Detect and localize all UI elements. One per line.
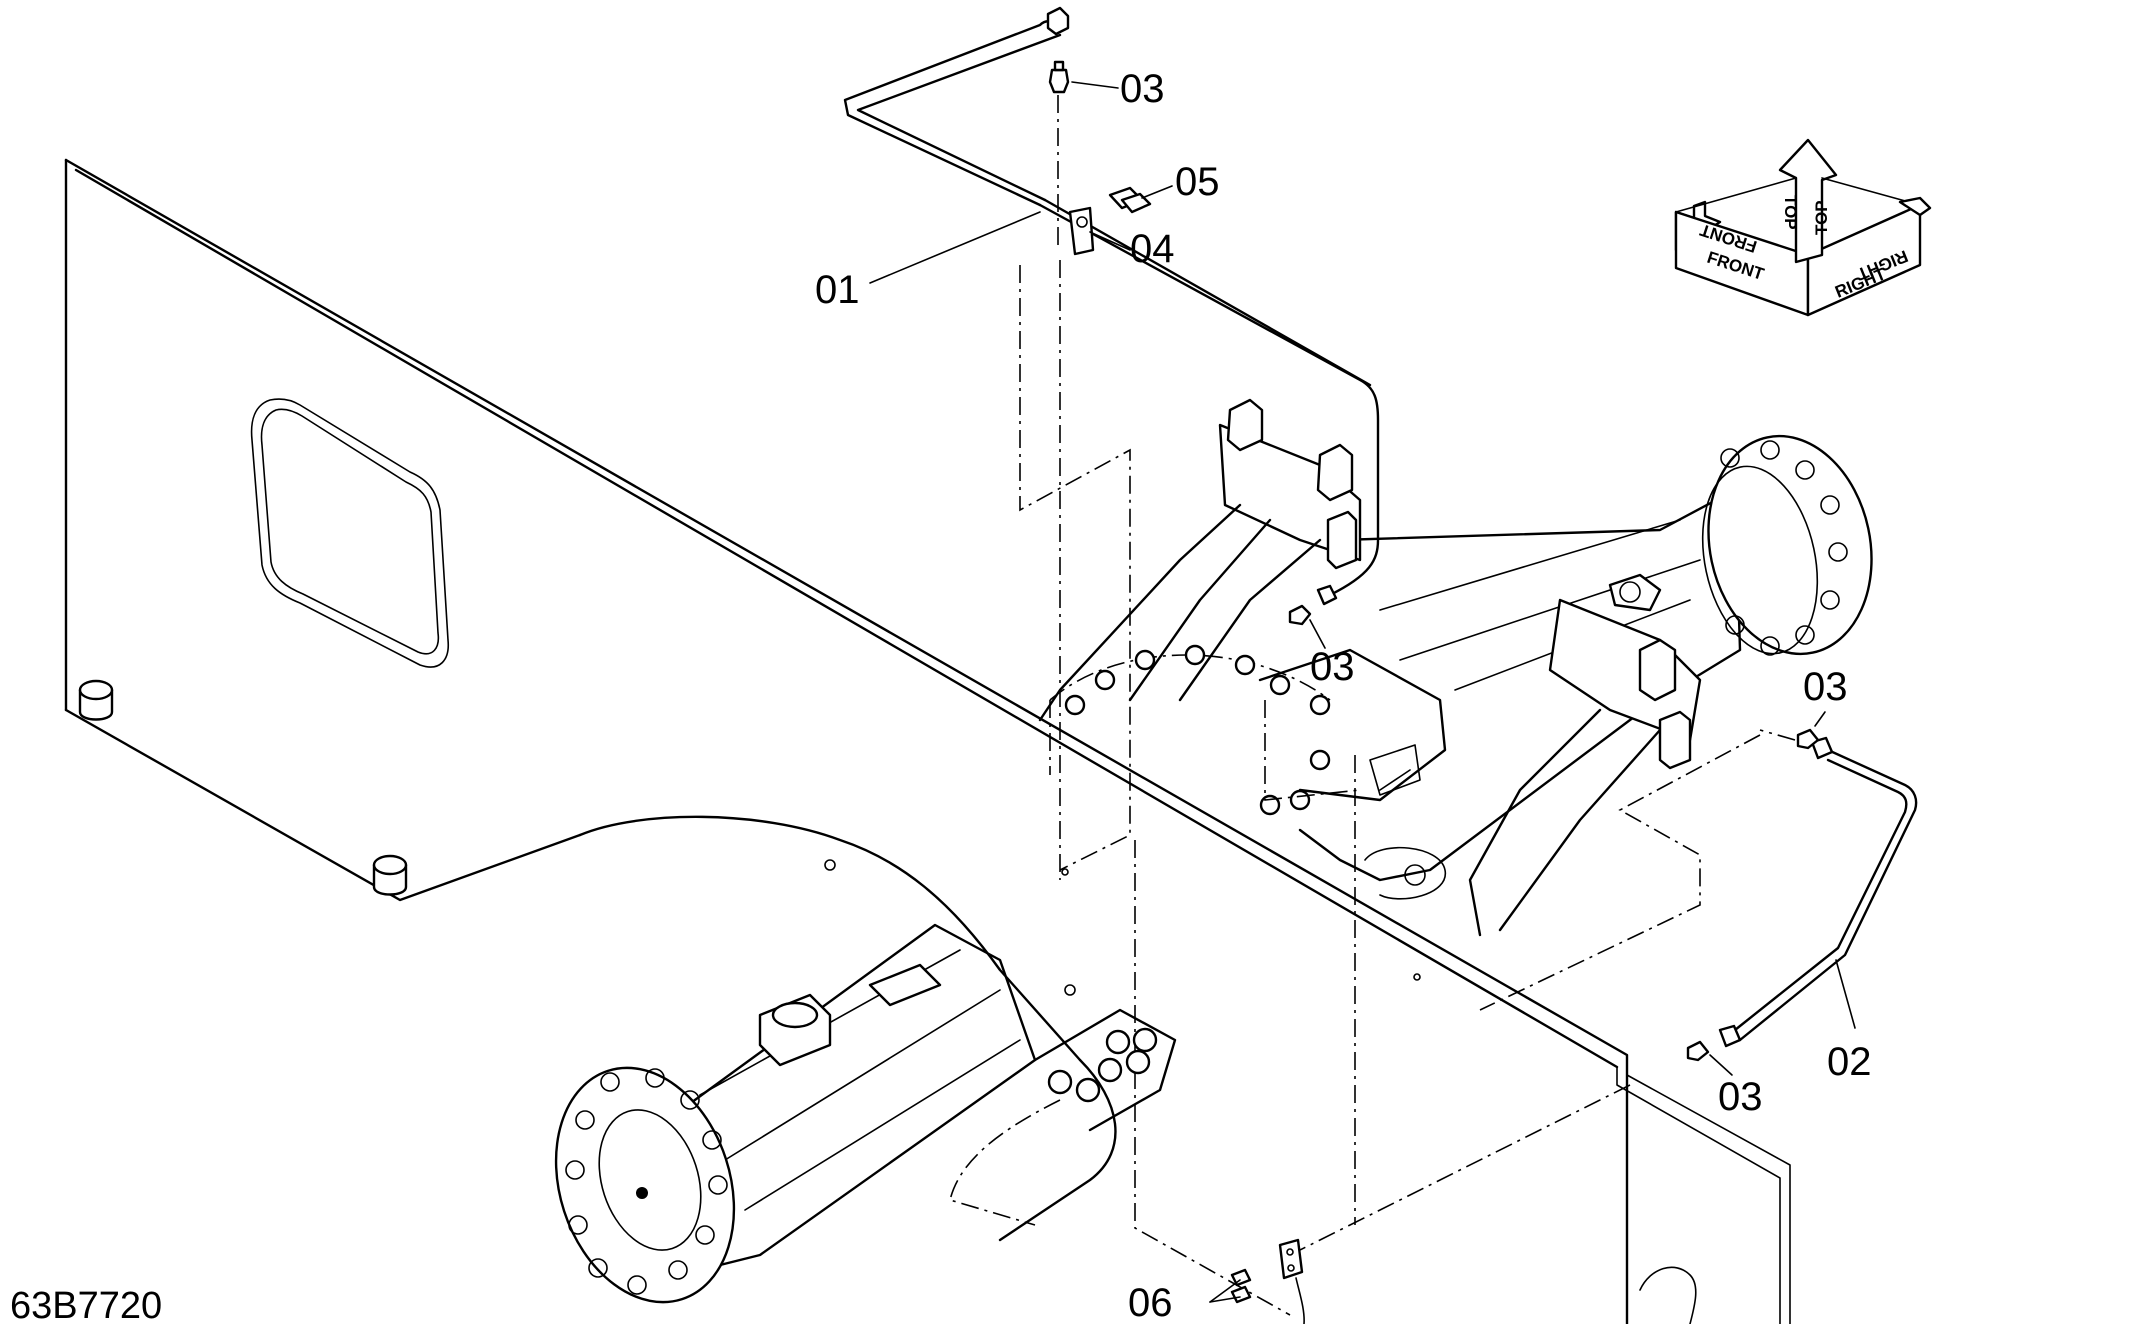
upper-axle	[1019, 265, 1873, 1225]
callout-02: 02	[1827, 1040, 1872, 1084]
plate-boss-upper	[78, 679, 114, 721]
callout-03-low: 03	[1718, 1075, 1763, 1119]
callout-03-right: 03	[1803, 665, 1848, 709]
differential-flange	[1049, 644, 1447, 900]
drawing-id: 63B7720	[10, 1285, 162, 1324]
lower-pivot-bracket	[1468, 573, 1702, 937]
part-03-low-fitting	[1686, 1040, 1710, 1062]
part-04-clip	[1068, 206, 1095, 256]
leader-lines	[869, 81, 1856, 1303]
plate-boss-lower	[372, 854, 408, 896]
svg-text:TOP: TOP	[1812, 200, 1831, 235]
callout-01: 01	[815, 268, 860, 312]
callout-03-mid: 03	[1310, 645, 1355, 689]
grease-line-01	[843, 6, 1380, 606]
part-06-fittings	[1230, 1238, 1305, 1324]
direction-top-label: TOP TOP	[1781, 195, 1831, 235]
callout-04: 04	[1130, 227, 1175, 271]
part-03-right-fitting	[1759, 728, 1820, 750]
part-05-bolt	[1108, 186, 1152, 214]
callout-05: 05	[1175, 160, 1220, 204]
orientation-cube-icon: FRONT FRONT TOP TOP RIGHT RIGHT	[1674, 138, 1932, 317]
upper-hub-flange	[1701, 434, 1873, 656]
part-03-mid-fitting	[1288, 604, 1312, 626]
frame-plate	[64, 158, 1791, 1324]
part-03-top-fitting	[1048, 60, 1070, 880]
callout-03-top: 03	[1120, 67, 1165, 111]
grease-line-02	[1718, 736, 1918, 1048]
lower-hub-flange	[554, 1066, 736, 1304]
svg-text:TOP: TOP	[1781, 195, 1800, 230]
lower-axle	[554, 815, 1177, 1304]
callout-06: 06	[1128, 1281, 1173, 1324]
